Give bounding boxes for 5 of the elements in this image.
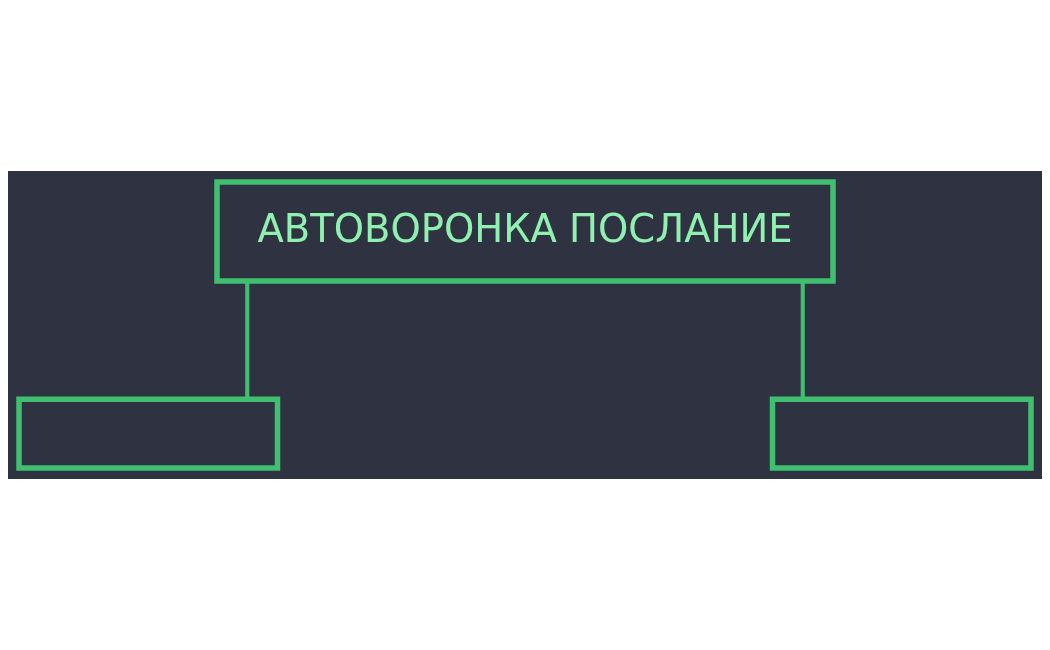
node-box bbox=[16, 396, 281, 471]
node-box: АВТОВОРОНКА ПОСЛАНИЕ bbox=[214, 179, 836, 284]
node-box bbox=[769, 396, 1034, 471]
connector bbox=[245, 281, 250, 399]
connector bbox=[800, 281, 805, 399]
